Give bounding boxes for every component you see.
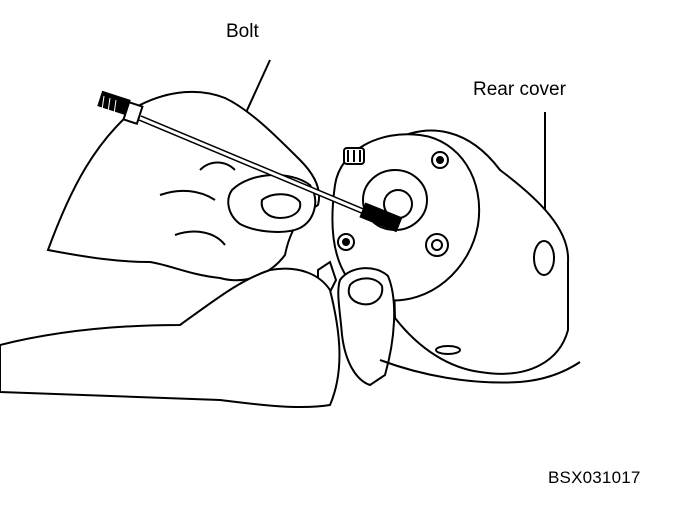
bolt-label: Bolt xyxy=(226,21,259,42)
rear-cover-label: Rear cover xyxy=(473,79,566,100)
figure-code: BSX031017 xyxy=(548,468,641,487)
bolt xyxy=(97,90,403,233)
upper-hand xyxy=(46,90,320,282)
lower-hand xyxy=(0,267,581,409)
rear-cover xyxy=(314,129,570,375)
